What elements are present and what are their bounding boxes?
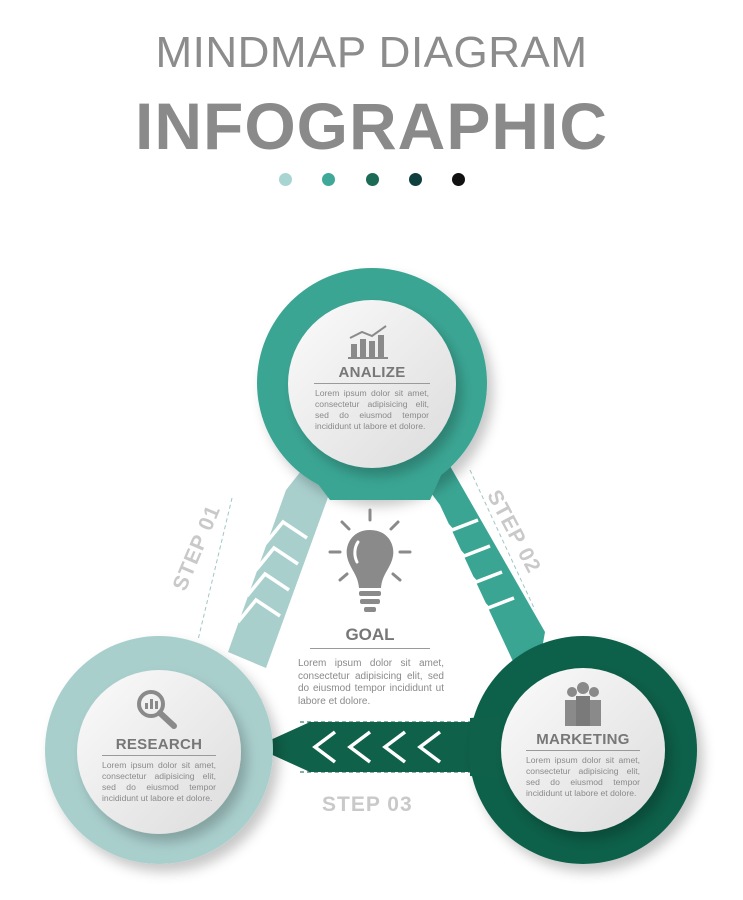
dot-3	[366, 173, 379, 186]
research-text: Lorem ipsum dolor sit amet, consectetur …	[102, 760, 216, 803]
marketing-title: MARKETING	[536, 731, 630, 748]
decorative-dots	[0, 173, 743, 189]
step-01-arrow	[228, 466, 335, 668]
analize-divider	[314, 383, 430, 384]
step-02-arrow	[414, 466, 545, 672]
lightbulb-icon	[328, 508, 412, 612]
people-group-icon	[565, 682, 601, 726]
dot-1	[279, 173, 292, 186]
marketing-text: Lorem ipsum dolor sit amet, consectetur …	[526, 755, 640, 798]
marketing-divider	[526, 750, 640, 751]
analize-title: ANALIZE	[338, 364, 406, 381]
title-line-1: MINDMAP DIAGRAM	[155, 28, 588, 77]
dot-5	[452, 173, 465, 186]
magnifier-chart-icon	[137, 690, 177, 729]
analize-node	[257, 268, 487, 500]
title-line-2: INFOGRAPHIC	[135, 89, 608, 163]
research-title: RESEARCH	[115, 736, 203, 753]
goal-title: GOAL	[345, 625, 395, 644]
dot-4	[409, 173, 422, 186]
goal-text: Lorem ipsum dolor sit amet, consectetur …	[298, 658, 444, 707]
research-node	[45, 636, 273, 864]
goal-divider	[310, 648, 430, 649]
bar-chart-icon	[348, 325, 388, 359]
research-divider	[102, 755, 216, 756]
step-03-arrow	[255, 722, 520, 772]
analize-text: Lorem ipsum dolor sit amet, consectetur …	[315, 388, 429, 431]
dot-2	[322, 173, 335, 186]
step-03-label: STEP 03	[322, 793, 413, 816]
